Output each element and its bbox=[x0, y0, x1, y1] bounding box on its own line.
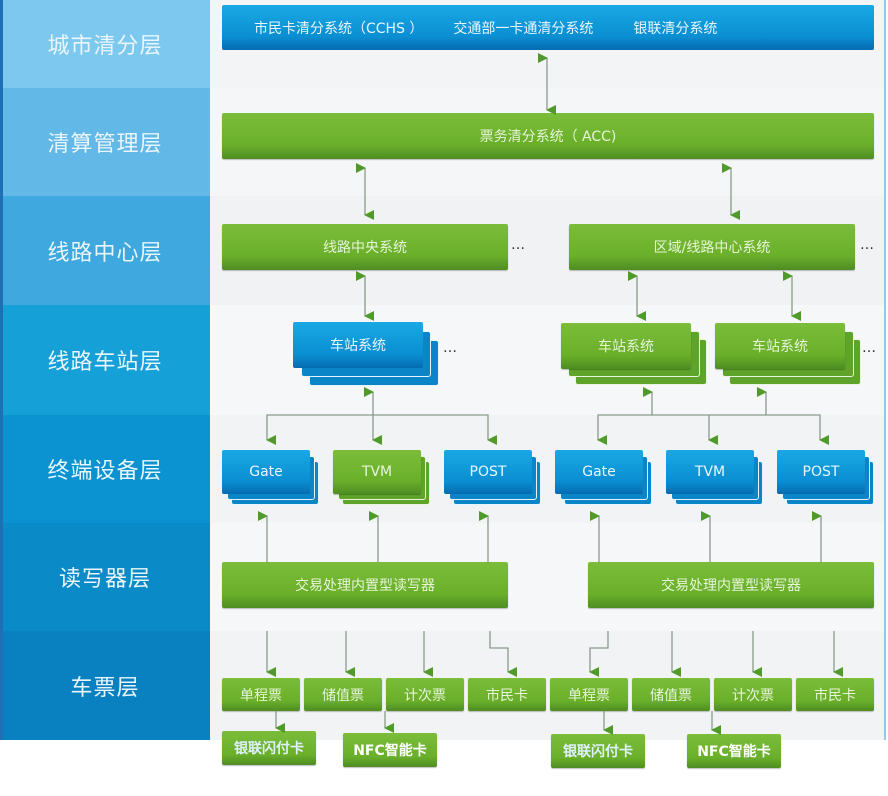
ticket-stored-value-left: 储值票 bbox=[304, 678, 382, 711]
city-clearing-box: 市民卡清分系统（CCHS ） 交通部一卡通清分系统 银联清分系统 bbox=[222, 5, 874, 50]
station-system-green-2: 车站系统 bbox=[715, 323, 845, 369]
tvm-label: TVM bbox=[333, 450, 421, 494]
ticket-single-journey-right: 单程票 bbox=[550, 678, 628, 711]
acc-system: 票务清分系统（ ACC) bbox=[222, 113, 874, 159]
nfc-smart-card-right: NFC智能卡 bbox=[687, 734, 781, 768]
station-system-blue: 车站系统 bbox=[293, 322, 423, 368]
transport-card-system: 交通部一卡通清分系统 bbox=[453, 20, 594, 37]
ticket-single-journey-left: 单程票 bbox=[222, 678, 300, 711]
unionpay-clearing-system: 银联清分系统 bbox=[633, 20, 718, 37]
layer-label-ticket: 车票层 bbox=[0, 631, 210, 740]
cchs-system: 市民卡清分系统（CCHS ） bbox=[254, 20, 424, 37]
tvm-label: TVM bbox=[666, 450, 754, 494]
right-border bbox=[884, 0, 886, 740]
post-label: POST bbox=[444, 450, 532, 494]
ellipsis-line-center-right: … bbox=[860, 237, 875, 253]
unionpay-quickpass-card-right: 银联闪付卡 bbox=[551, 734, 645, 768]
line-central-system: 线路中央系统 bbox=[222, 224, 508, 270]
ticket-citizen-card-right: 市民卡 bbox=[796, 678, 874, 711]
regional-line-center-system: 区域/线路中心系统 bbox=[569, 224, 855, 270]
ticket-citizen-card-left: 市民卡 bbox=[468, 678, 546, 711]
ticket-stored-value-right: 储值票 bbox=[632, 678, 710, 711]
layer-label-line-center: 线路中心层 bbox=[0, 196, 210, 305]
post-label: POST bbox=[777, 450, 865, 494]
layer-label-line-station: 线路车站层 bbox=[0, 305, 210, 415]
reader-right: 交易处理内置型读写器 bbox=[588, 562, 874, 608]
gate-label: Gate bbox=[222, 450, 310, 494]
layer-label-terminal-device: 终端设备层 bbox=[0, 415, 210, 523]
gate-label: Gate bbox=[555, 450, 643, 494]
sidebar-edge bbox=[0, 0, 3, 740]
nfc-smart-card-left: NFC智能卡 bbox=[343, 733, 437, 767]
layer-label-city-clearing: 城市清分层 bbox=[0, 0, 210, 88]
ellipsis-station-right: … bbox=[862, 340, 877, 356]
reader-left: 交易处理内置型读写器 bbox=[222, 562, 508, 608]
ticket-multi-ride-left: 计次票 bbox=[386, 678, 464, 711]
unionpay-quickpass-card-left: 银联闪付卡 bbox=[222, 731, 316, 765]
ticket-multi-ride-right: 计次票 bbox=[714, 678, 792, 711]
layer-label-reader-writer: 读写器层 bbox=[0, 523, 210, 631]
station-system-green-1: 车站系统 bbox=[561, 323, 691, 369]
ellipsis-station-left: … bbox=[443, 340, 458, 356]
ellipsis-line-center-left: … bbox=[511, 237, 526, 253]
layer-label-clearing-management: 清算管理层 bbox=[0, 88, 210, 196]
